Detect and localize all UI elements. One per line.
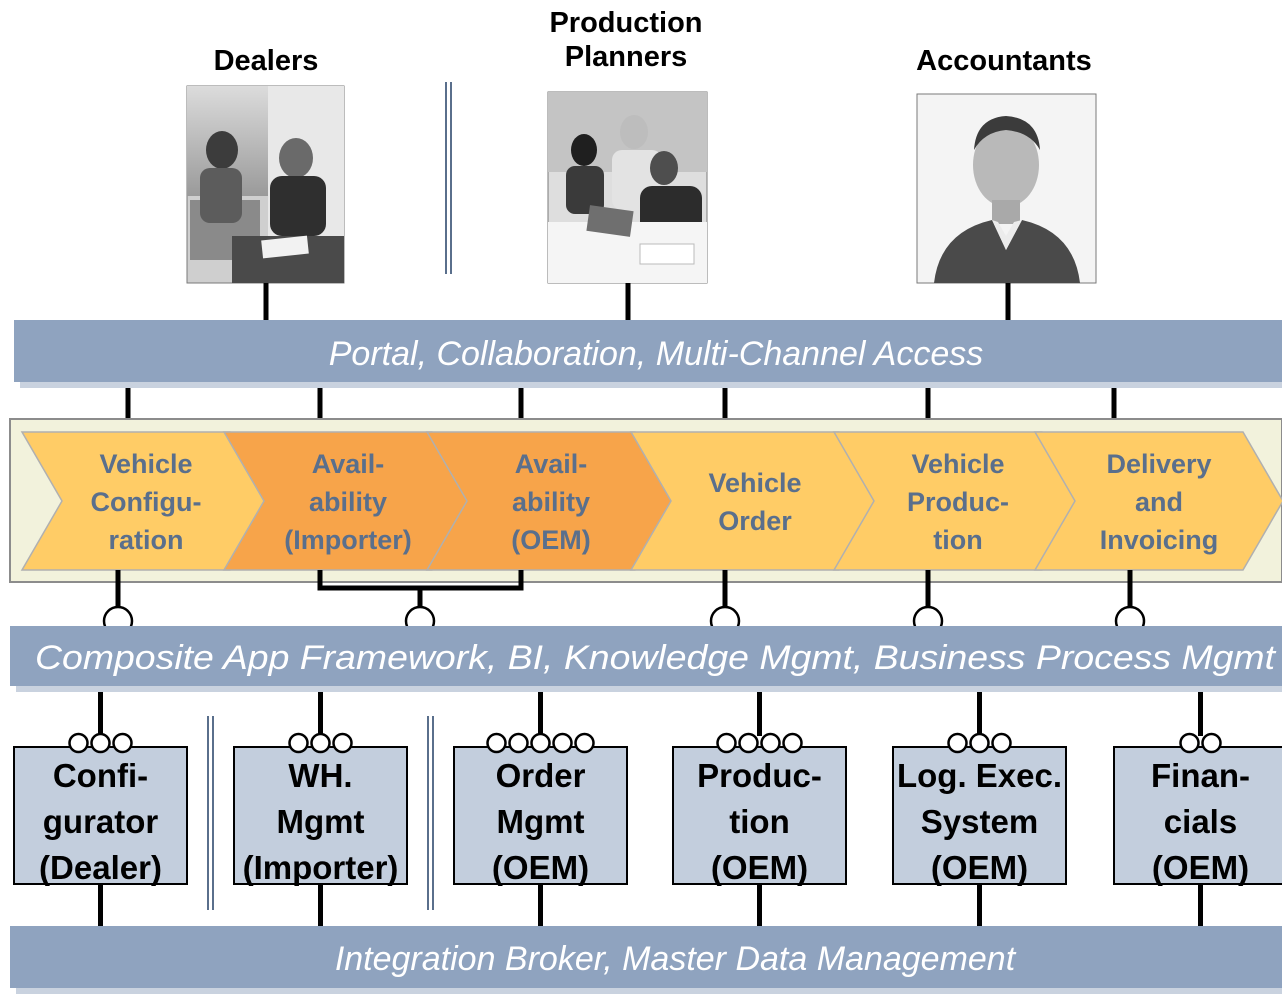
system-box: Produc-tion (OEM) <box>672 692 847 926</box>
process-step-label: Vehicle <box>708 468 801 498</box>
portal-connectors <box>125 388 1117 420</box>
dealers-photo <box>186 85 345 284</box>
system-box-label: (OEM) <box>711 849 808 886</box>
system-port-circle <box>574 732 595 754</box>
process-step-label: and <box>1135 487 1183 517</box>
process-step-label: Avail- <box>515 449 588 479</box>
system-port-circle <box>760 732 781 754</box>
system-box-label: (Dealer) <box>39 849 162 886</box>
system-port-circle <box>486 732 507 754</box>
planners-photo <box>547 91 708 284</box>
portal-layer-label: Portal, Collaboration, Multi-Channel Acc… <box>329 335 983 373</box>
system-port-circle <box>947 732 968 754</box>
portal-layer: Portal, Collaboration, Multi-Channel Acc… <box>14 320 1282 388</box>
system-box: Finan-cials (OEM) <box>1113 692 1282 926</box>
process-step-label: Vehicle <box>911 449 1004 479</box>
process-step-label: ability <box>512 487 590 517</box>
photo-connectors <box>263 283 1011 320</box>
system-box-label: (OEM) <box>931 849 1028 886</box>
system-box-label: (Importer) <box>243 849 399 886</box>
system-box-label: Finan- <box>1151 757 1250 794</box>
system-port-circle <box>332 732 353 754</box>
system-box-frame <box>892 746 1067 885</box>
system-box-frame <box>672 746 847 885</box>
role-divider <box>445 82 452 274</box>
process-step-label: Order <box>718 506 792 536</box>
process-step-chevron <box>1033 431 1282 571</box>
process-step-label: Invoicing <box>1100 525 1219 555</box>
system-port-circle <box>1179 732 1200 754</box>
system-box: Confi-gurator (Dealer) <box>13 692 188 926</box>
system-box-label: Confi- <box>53 757 148 794</box>
system-box: WH. Mgmt (Importer) <box>233 692 408 926</box>
system-port-circle <box>310 732 331 754</box>
process-step-label: Produc- <box>907 487 1009 517</box>
integration-layer-label: Integration Broker, Master Data Manageme… <box>335 940 1017 978</box>
role-label-accountants: Accountants <box>916 45 1092 77</box>
system-box-label: Mgmt <box>497 803 585 840</box>
composite-layer-label: Composite App Framework, BI, Knowledge M… <box>35 639 1277 677</box>
system-port-circle <box>716 732 737 754</box>
process-step-label: Vehicle <box>99 449 192 479</box>
process-step-label: (OEM) <box>511 525 590 555</box>
system-box-label: Log. Exec. <box>897 757 1062 794</box>
step-connectors <box>115 570 1133 610</box>
accountant-photo <box>916 93 1097 284</box>
system-port-circle <box>969 732 990 754</box>
system-box-label: (OEM) <box>492 849 589 886</box>
process-step-label: ability <box>309 487 387 517</box>
system-port-circle <box>90 732 111 754</box>
system-port-circle <box>991 732 1012 754</box>
system-box-label: Mgmt <box>277 803 365 840</box>
system-box-label: tion <box>729 803 789 840</box>
integration-layer: Integration Broker, Master Data Manageme… <box>10 926 1282 994</box>
system-box-frame <box>1113 746 1282 885</box>
system-port-circle <box>782 732 803 754</box>
system-port-circle <box>112 732 133 754</box>
system-dividers <box>207 716 434 910</box>
system-box-frame <box>233 746 408 885</box>
process-step-label: tion <box>933 525 982 555</box>
system-port-circle <box>288 732 309 754</box>
process-step-label: ration <box>108 525 183 555</box>
process-step-label: Delivery <box>1106 449 1211 479</box>
process-step-label: Avail- <box>312 449 385 479</box>
system-box-label: Order <box>496 757 586 794</box>
process-step-label: Configu- <box>91 487 202 517</box>
role-label-production-planners: Production Planners <box>549 7 703 73</box>
process-step: Avail-ability (OEM) <box>425 431 676 571</box>
system-port-circle <box>68 732 89 754</box>
backend-systems: Confi-gurator (Dealer) WH. Mgmt (Importer) Or… <box>13 692 1282 926</box>
process-step-label: (Importer) <box>284 525 412 555</box>
role-label-dealers: Dealers <box>213 45 319 77</box>
system-box-label: cials <box>1164 803 1237 840</box>
system-port-circle <box>738 732 759 754</box>
system-port-circle <box>530 732 551 754</box>
system-port-circle <box>552 732 573 754</box>
system-box: Log. Exec. System (OEM) <box>892 692 1067 926</box>
system-box-frame <box>453 746 628 885</box>
system-port-circle <box>508 732 529 754</box>
system-box-label: Produc- <box>697 757 822 794</box>
composite-layer: Composite App Framework, BI, Knowledge M… <box>10 626 1282 692</box>
system-port-circle <box>1201 732 1222 754</box>
system-box-label: WH. <box>288 757 352 794</box>
system-box-label: gurator <box>43 803 159 840</box>
system-box-label: System <box>921 803 1038 840</box>
system-box-label: (OEM) <box>1152 849 1249 886</box>
